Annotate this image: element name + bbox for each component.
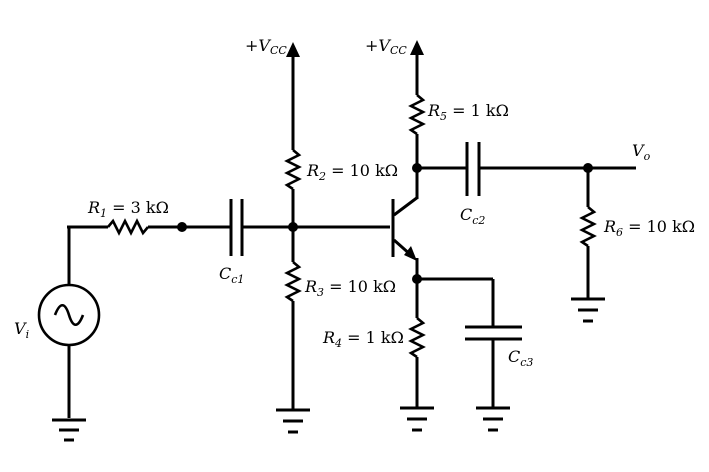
capacitor-cc1 [229,199,244,256]
label-vcc-right: +VCC [365,36,407,57]
vcc-right-arrow [410,40,424,55]
label-vcc-left: +VCC [245,36,287,57]
ground-source [52,418,86,442]
label-cc1: Cc1 [219,264,244,286]
vcc-left-arrow [286,42,300,57]
label-r5: R5 = 1 kΩ [427,101,509,123]
label-vi: Vi [14,319,29,341]
label-r3: R3 = 10 kΩ [304,277,396,299]
resistor-r5 [408,94,426,136]
resistor-r2 [284,149,302,191]
label-cc2: Cc2 [460,205,485,227]
label-r4: R4 = 1 kΩ [322,328,404,350]
resistor-r1 [107,218,149,236]
label-r1: R1 = 3 kΩ [87,198,169,220]
resistor-r6 [579,206,597,248]
label-r6: R6 = 10 kΩ [603,217,695,239]
label-r2: R2 = 10 kΩ [306,161,398,183]
transistor-npn [391,195,419,261]
ground-r6 [571,297,605,323]
label-cc3: Cc3 [508,347,533,369]
ground-r3 [276,408,310,434]
source-vi [37,227,101,418]
ground-r4 [400,406,434,432]
resistor-r4 [408,317,426,359]
resistor-r3 [284,261,302,303]
label-vo: Vo [632,141,651,163]
capacitor-cc2 [465,142,481,196]
ground-cc3 [476,406,510,432]
capacitor-cc3 [465,325,522,341]
